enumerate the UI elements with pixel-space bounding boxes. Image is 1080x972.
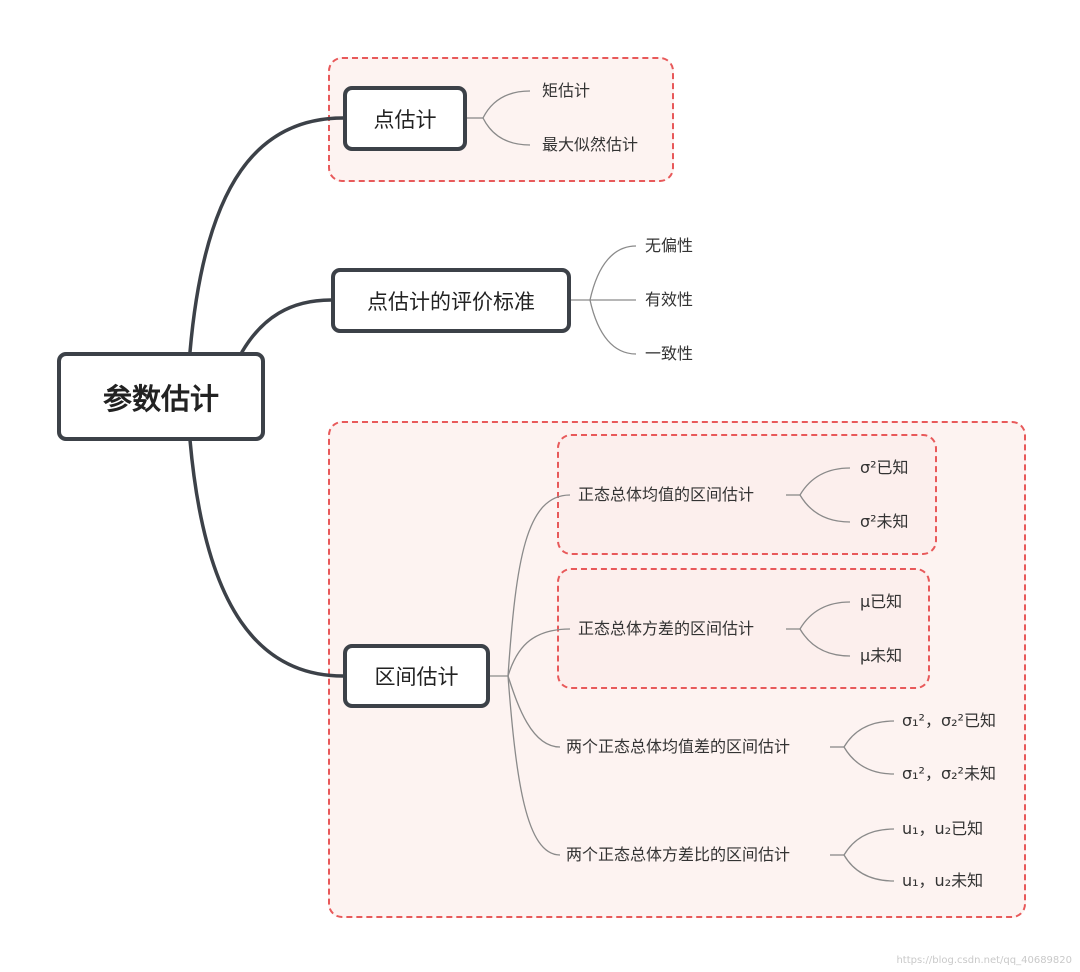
variance-to-unknown-line — [799, 628, 851, 657]
leaf-consistency: 一致性 — [645, 344, 694, 363]
point-estimation-node: 点估计 — [343, 86, 467, 151]
leaf-unbiased: 无偏性 — [645, 236, 694, 255]
interval-estimation-node: 区间估计 — [343, 644, 490, 708]
leaf-sigma-known: σ²已知 — [860, 458, 909, 477]
subtopic-mean-diff-interval: 两个正态总体均值差的区间估计 — [566, 737, 791, 756]
meandiff-to-unknown-line — [843, 746, 895, 775]
evaluation-criteria-label: 点估计的评价标准 — [367, 289, 535, 314]
mean-to-unknown-line — [799, 494, 851, 523]
interval-to-varratio-line — [507, 675, 561, 856]
criteria-to-consistency-line — [589, 299, 637, 355]
criteria-to-unbiased-line — [589, 245, 637, 301]
leaf-two-u-unknown: u₁，u₂未知 — [902, 871, 984, 890]
subtopic-mean-interval: 正态总体均值的区间估计 — [578, 485, 755, 504]
leaf-mu-unknown: μ未知 — [860, 646, 903, 665]
point-to-mle-line — [482, 117, 531, 146]
leaf-efficiency: 有效性 — [645, 290, 694, 309]
leaf-two-sigma-known: σ₁²，σ₂²已知 — [902, 711, 996, 730]
evaluation-criteria-node: 点估计的评价标准 — [331, 268, 571, 333]
leaf-two-u-known: u₁，u₂已知 — [902, 819, 984, 838]
root-label: 参数估计 — [102, 381, 219, 416]
variance-interval-group — [557, 568, 930, 689]
root-to-interval-line — [188, 438, 345, 678]
meandiff-to-known-line — [843, 720, 895, 748]
interval-to-mean-line — [507, 494, 571, 677]
root-to-criteria-line — [240, 298, 333, 354]
root-node: 参数估计 — [57, 352, 265, 441]
varratio-to-known-line — [843, 828, 895, 856]
leaf-max-likelihood: 最大似然估计 — [542, 135, 639, 154]
point-estimation-label: 点估计 — [373, 107, 437, 132]
interval-to-variance-line — [507, 628, 571, 677]
point-to-moment-line — [482, 90, 531, 119]
leaf-mu-known: μ已知 — [860, 592, 903, 611]
mean-interval-group — [557, 434, 937, 555]
leaf-two-sigma-unknown: σ₁²，σ₂²未知 — [902, 764, 996, 783]
subtopic-variance-interval: 正态总体方差的区间估计 — [578, 619, 755, 638]
mean-to-known-line — [799, 467, 851, 496]
leaf-sigma-unknown: σ²未知 — [860, 512, 909, 531]
leaf-moment-estimation: 矩估计 — [542, 81, 591, 100]
varratio-to-unknown-line — [843, 854, 895, 882]
root-to-point-estimation-line — [188, 116, 345, 354]
subtopic-variance-ratio-interval: 两个正态总体方差比的区间估计 — [566, 845, 791, 864]
interval-estimation-label: 区间估计 — [374, 665, 459, 689]
watermark: https://blog.csdn.net/qq_40689820 — [896, 955, 1072, 966]
variance-to-known-line — [799, 601, 851, 630]
interval-to-meandiff-line — [507, 675, 561, 748]
